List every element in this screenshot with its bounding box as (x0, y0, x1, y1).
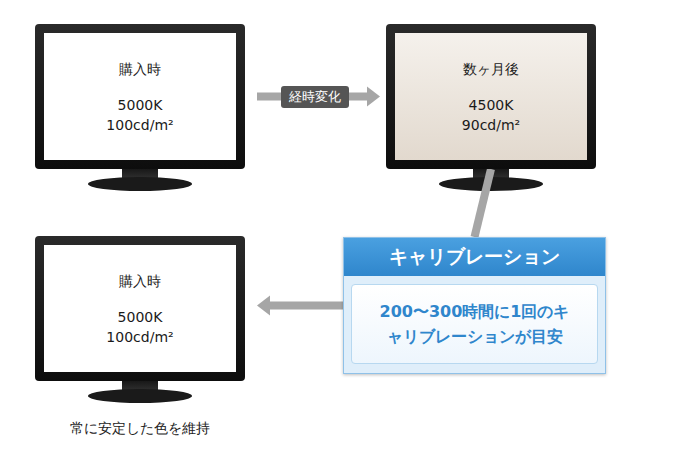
arrow-head (367, 87, 380, 107)
monitor-node: 購入時 5000K100cd/m² (35, 236, 245, 381)
screen-heading: 購入時 (119, 59, 161, 79)
edge-label: 経時変化 (281, 86, 349, 108)
monitor-screen: 購入時 5000K100cd/m² (44, 245, 236, 372)
screen-value: 90cd/m² (462, 115, 520, 135)
screen-value: 4500K (469, 95, 514, 115)
screen-heading: 購入時 (119, 271, 161, 291)
connector (475, 169, 492, 237)
stand (88, 166, 192, 191)
monitor-node: 購入時 5000K100cd/m² (35, 24, 245, 169)
monitor-node: 数ヶ月後 4500K90cd/m² (386, 24, 596, 169)
screen-value: 100cd/m² (106, 115, 173, 135)
caption-note: 常に安定した色を維持 (35, 420, 245, 438)
stand (88, 378, 192, 403)
connector (257, 296, 343, 316)
screen-heading: 数ヶ月後 (463, 59, 519, 79)
calibration-box: キャリブレーション 200〜300時間に1回のキャリブレーションが目安 (343, 237, 606, 374)
arrow-head (257, 296, 270, 316)
connector-line (269, 302, 343, 310)
monitor-screen: 購入時 5000K100cd/m² (44, 33, 236, 160)
calibration-header: キャリブレーション (344, 238, 605, 276)
calibration-panel: 200〜300時間に1回のキャリブレーションが目安 (351, 284, 598, 364)
screen-value: 100cd/m² (106, 327, 173, 347)
connector-line (475, 169, 492, 237)
screen-value: 5000K (118, 307, 163, 327)
monitor-screen: 数ヶ月後 4500K90cd/m² (395, 33, 587, 160)
calibration-note: 200〜300時間に1回のキャリブレーションが目安 (375, 299, 575, 349)
calibration-title: キャリブレーション (389, 244, 560, 270)
screen-value: 5000K (118, 95, 163, 115)
